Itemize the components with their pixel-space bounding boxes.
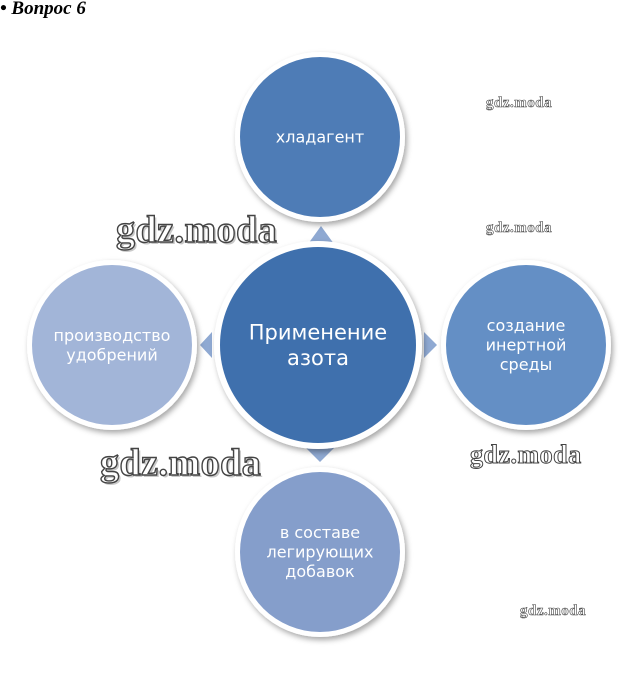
watermark: gdz.moda (470, 440, 582, 470)
arrow-down (305, 447, 335, 462)
bottom-label-line: добавок (285, 562, 355, 581)
circle-top: хладагент (235, 52, 405, 222)
right-label-line: создание (487, 316, 566, 335)
arrow-up (308, 226, 334, 244)
right-label-line: инертной (486, 336, 567, 355)
center-label-line: азота (287, 346, 349, 370)
watermark: gdz.moda (486, 95, 553, 112)
watermark: gdz.moda (115, 208, 278, 251)
question-title: • Вопрос 6 (0, 0, 86, 19)
bottom-label-line: в составе (280, 523, 360, 542)
arrow-right (424, 332, 437, 358)
left-label-line: удобрений (66, 345, 157, 364)
circle-top-label: хладагент (276, 128, 364, 147)
top-label-line: хладагент (276, 128, 364, 147)
watermark: gdz.moda (486, 220, 553, 237)
right-label-line: среды (500, 355, 553, 374)
bottom-label-line: легирующих (267, 543, 374, 562)
left-label-line: производство (54, 326, 171, 345)
arrow-left (200, 332, 212, 358)
watermark: gdz.moda (520, 603, 587, 620)
center-label-line: Применение (249, 321, 387, 345)
watermark: gdz.moda (99, 441, 262, 484)
